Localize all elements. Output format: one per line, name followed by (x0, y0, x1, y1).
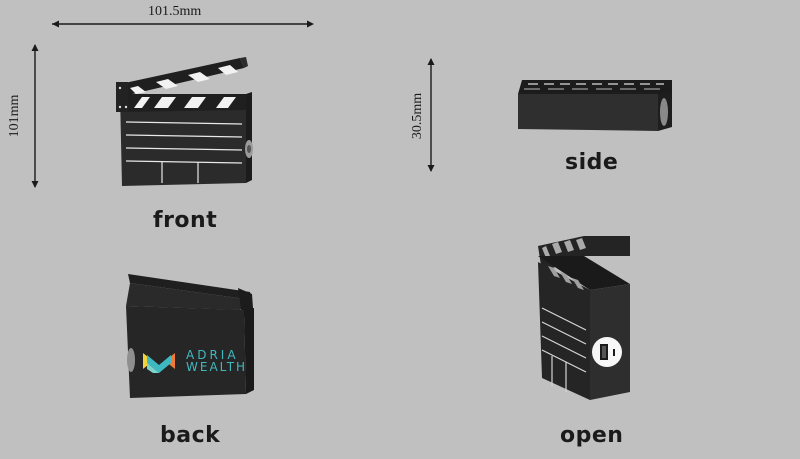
brand-logo (143, 349, 175, 375)
height-dimension-label: 101mm (7, 94, 22, 138)
depth-arrow-icon (427, 58, 435, 172)
open-view (534, 232, 634, 400)
side-view (514, 74, 676, 136)
height-dimension (28, 42, 42, 190)
depth-dimension (424, 56, 438, 174)
width-dimension (48, 14, 318, 32)
front-label: front (153, 208, 218, 233)
side-label: side (565, 150, 619, 175)
open-label: open (560, 423, 624, 448)
width-dimension-label: 101.5mm (148, 4, 202, 19)
depth-dimension-label: 30.5mm (410, 92, 425, 140)
clapperboard-open-icon (538, 236, 630, 400)
clapperboard-side-icon (518, 80, 672, 131)
adria-wealth-logo-icon (143, 353, 175, 373)
back-view (120, 270, 260, 402)
clapperboard-back-icon (126, 274, 254, 398)
back-label: back (160, 423, 221, 448)
brand-text: ADRIA WEALTH (186, 349, 247, 373)
width-arrow-icon (52, 20, 314, 28)
clapperboard-front-icon (116, 57, 253, 186)
brand-line-1: ADRIA (186, 348, 239, 362)
front-view (112, 52, 257, 190)
brand-line-2: WEALTH (186, 360, 248, 374)
height-arrow-icon (31, 44, 39, 188)
